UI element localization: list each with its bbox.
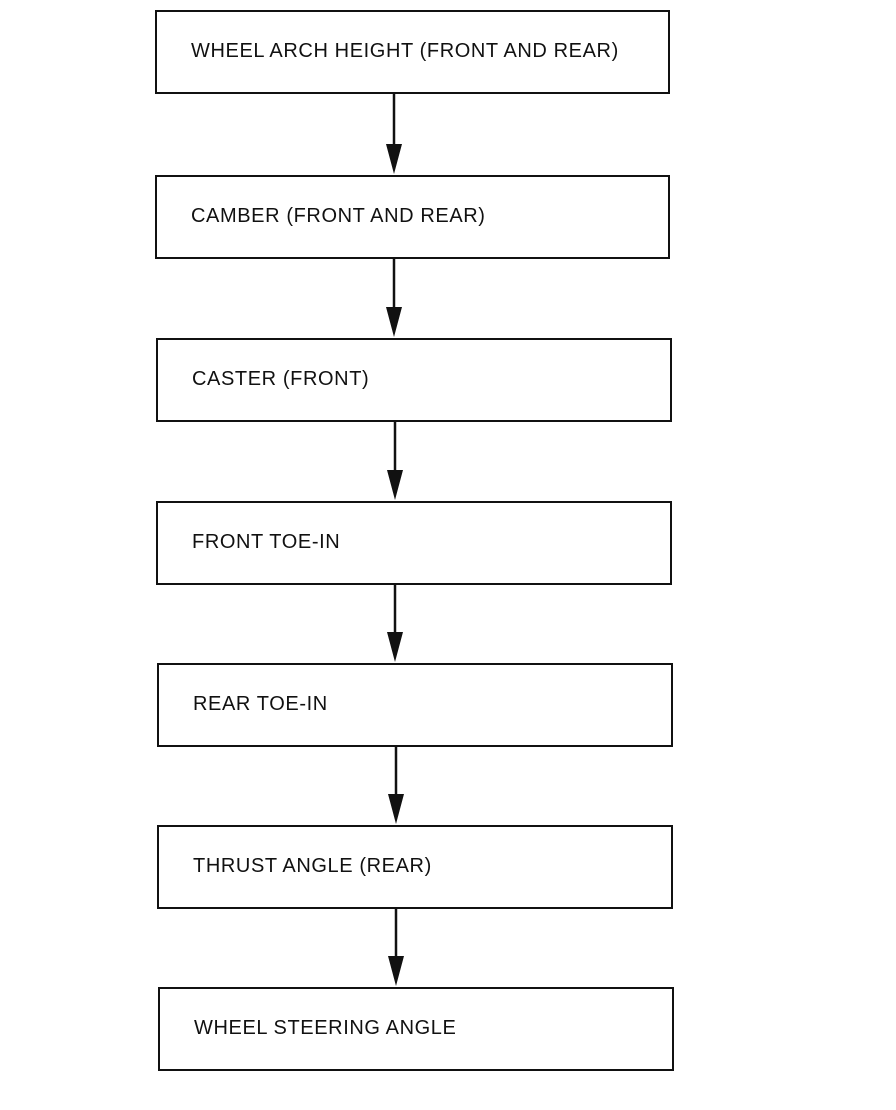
step-wheel-steering-angle: WHEEL STEERING ANGLE	[158, 987, 674, 1071]
step-label: CAMBER (FRONT AND REAR)	[191, 204, 486, 227]
arrow-5-to-6	[388, 909, 404, 986]
step-label: CASTER (FRONT)	[192, 367, 370, 390]
step-label: THRUST ANGLE (REAR)	[193, 854, 432, 877]
arrow-4-to-5	[388, 747, 404, 824]
arrow-0-to-1	[386, 94, 402, 174]
step-rear-toe-in: REAR TOE-IN	[157, 663, 673, 747]
step-camber: CAMBER (FRONT AND REAR)	[155, 175, 670, 259]
step-front-toe-in: FRONT TOE-IN	[156, 501, 672, 585]
step-label: WHEEL STEERING ANGLE	[194, 1016, 457, 1039]
step-label: REAR TOE-IN	[193, 692, 328, 715]
step-label: WHEEL ARCH HEIGHT (FRONT AND REAR)	[191, 39, 619, 62]
step-label: FRONT TOE-IN	[192, 530, 341, 553]
step-thrust-angle: THRUST ANGLE (REAR)	[157, 825, 673, 909]
step-caster: CASTER (FRONT)	[156, 338, 672, 422]
step-wheel-arch-height: WHEEL ARCH HEIGHT (FRONT AND REAR)	[155, 10, 670, 94]
arrow-1-to-2	[386, 259, 402, 337]
arrow-2-to-3	[387, 422, 403, 500]
arrow-3-to-4	[387, 585, 403, 662]
